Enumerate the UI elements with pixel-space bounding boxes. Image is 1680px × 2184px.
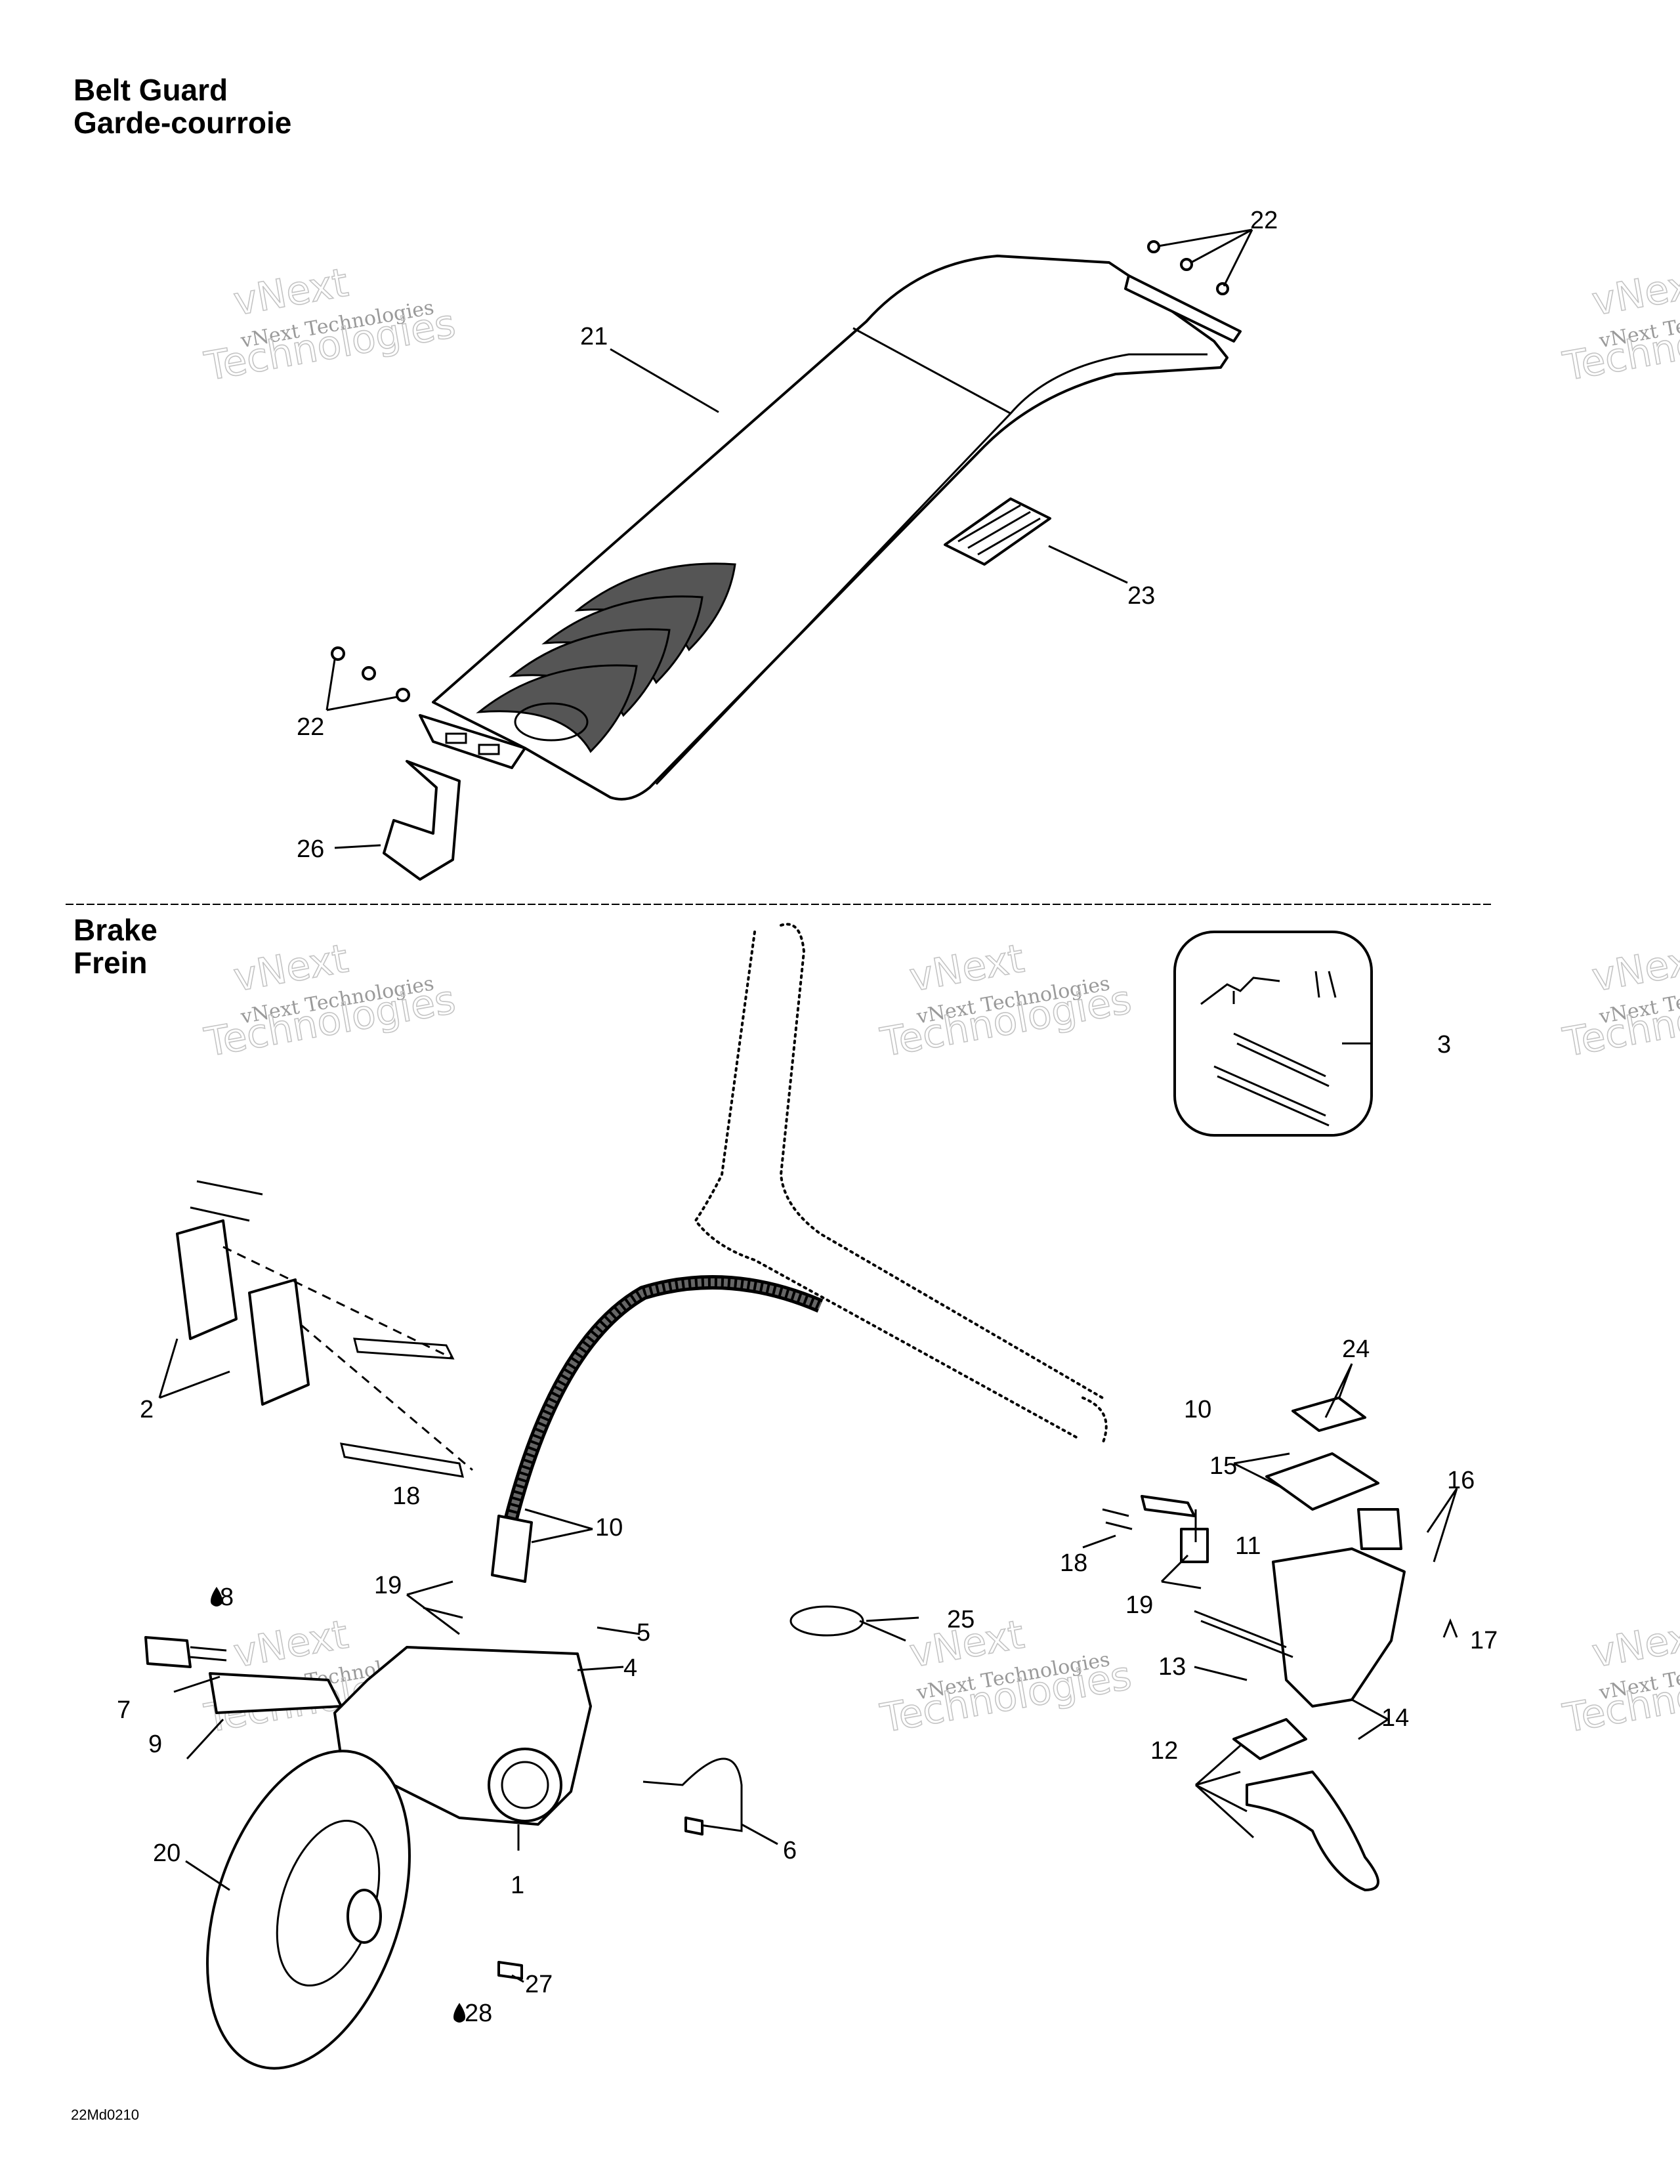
callout-2: 2: [140, 1396, 154, 1423]
belt-guard-title-en: Belt Guard: [74, 73, 228, 107]
drawing-code: 22Md0210: [71, 2107, 139, 2123]
nuts-22-bottom: [331, 646, 410, 702]
callout-14: 14: [1381, 1704, 1409, 1732]
bracket-26: [383, 760, 461, 881]
callout-15: 15: [1209, 1452, 1237, 1480]
watermark-3: vNext vNext Technologies Technologies: [1559, 259, 1680, 390]
watermark-9: vNext vNext Technologies Technologies: [1559, 1611, 1680, 1742]
callout-10-right: 10: [1184, 1396, 1211, 1423]
callout-24: 24: [1342, 1335, 1370, 1363]
callout-19-right: 19: [1125, 1591, 1153, 1619]
callout-5: 5: [637, 1619, 650, 1647]
belt-guard-title-fr: Garde-courroie: [74, 106, 292, 140]
brake-title-fr: Frein: [74, 946, 148, 980]
callout-4: 4: [623, 1654, 637, 1682]
brake-disc-20: [206, 1750, 411, 2070]
callout-26: 26: [297, 835, 324, 863]
callout-18-left: 18: [392, 1482, 420, 1510]
master-cylinder-11: [1272, 1547, 1406, 1708]
callout-12: 12: [1150, 1737, 1178, 1765]
callout-8: 8: [220, 1584, 234, 1611]
svg-text:vNext: vNext: [1589, 1612, 1680, 1677]
callout-16: 16: [1447, 1467, 1475, 1494]
watermark-4: vNext vNext Technologies Technologies: [201, 935, 459, 1066]
brake-title-en: Brake: [74, 913, 158, 947]
svg-text:vNext: vNext: [1589, 260, 1680, 325]
brake-lever: [1246, 1771, 1379, 1891]
callout-13: 13: [1158, 1653, 1186, 1681]
callout-1: 1: [511, 1872, 524, 1899]
callout-17: 17: [1470, 1627, 1498, 1654]
oil-drop-icon: [453, 2003, 465, 2023]
watermark-1: vNext vNext Technologies Technologies: [201, 259, 459, 390]
callout-7: 7: [117, 1696, 131, 1724]
watermark-6: vNext vNext Technologies Technologies: [1559, 935, 1680, 1066]
kit-box-3: [1173, 931, 1373, 1137]
callout-19-left: 19: [374, 1572, 402, 1599]
callout-labels: 21 22 23 22 26 3 2 24 10 15 16 18 10 18 …: [117, 207, 1498, 2027]
brake-drawing: [144, 923, 1458, 2070]
callout-18-right: 18: [1060, 1549, 1087, 1577]
svg-text:vNext: vNext: [1589, 936, 1680, 1001]
callout-27: 27: [525, 1971, 553, 1998]
callout-11: 11: [1235, 1532, 1261, 1560]
handlebar-outline: [694, 923, 1108, 1445]
watermark-5: vNext vNext Technologies Technologies: [877, 935, 1135, 1066]
callout-20: 20: [153, 1839, 180, 1867]
belt-guard-drawing: [326, 228, 1253, 881]
belt-guard-vents: [476, 562, 736, 753]
oil-drop-icon: [211, 1587, 222, 1606]
callout-3: 3: [1437, 1031, 1451, 1059]
callout-22-bottom: 22: [297, 713, 324, 741]
callout-25: 25: [947, 1606, 975, 1633]
callout-6: 6: [783, 1837, 797, 1864]
callout-10-left: 10: [595, 1514, 623, 1542]
callout-22-top: 22: [1250, 207, 1278, 234]
callout-9: 9: [148, 1731, 162, 1758]
callout-28: 28: [465, 2000, 492, 2027]
callout-21: 21: [580, 323, 608, 350]
callout-23: 23: [1127, 582, 1155, 610]
watermark-8: vNext vNext Technologies Technologies: [877, 1611, 1135, 1742]
